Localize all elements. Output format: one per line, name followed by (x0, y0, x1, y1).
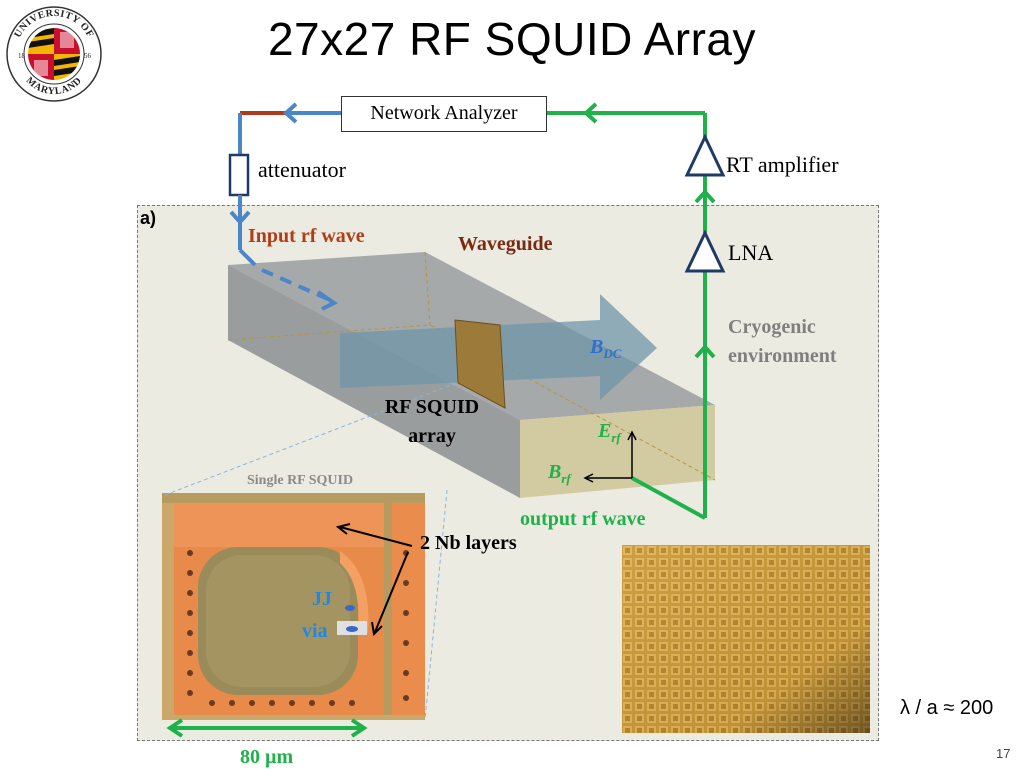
lna-label: LNA (728, 240, 774, 265)
slide-title: 27x27 RF SQUID Array (267, 13, 757, 65)
rt-amplifier-label: RT amplifier (726, 152, 839, 177)
attenuator-symbol (228, 153, 250, 197)
single-rf-squid-label: Single RF SQUID (247, 473, 354, 488)
waveguide-label: Waveguide (458, 233, 553, 255)
nb-layers-label: 2 Nb layers (420, 532, 517, 554)
logo-year-left: 18 (18, 52, 26, 60)
output-rf-wave-label: output rf wave (520, 508, 646, 530)
jj-label: JJ (312, 588, 332, 610)
via-label: via (302, 620, 328, 642)
cryogenic-label-line2: environment (728, 345, 837, 367)
erf-label-sub: rf (611, 430, 621, 445)
ratio-label: λ / a ≈ 200 (900, 697, 994, 719)
logo-year-right: 56 (84, 52, 92, 60)
squid-array-micrograph (622, 545, 870, 733)
bdc-label-sub: DC (603, 346, 622, 361)
scale-bar-label: 80 µm (240, 746, 294, 768)
page-number: 17 (996, 746, 1011, 761)
rf-squid-array-label-line1: RF SQUID (384, 396, 480, 418)
input-rf-wave-label: Input rf wave (248, 225, 365, 247)
erf-label: Erf (598, 420, 621, 446)
single-squid-micrograph (162, 493, 425, 720)
rf-squid-array-label-line2: array (408, 425, 456, 447)
rt-amplifier-icon (684, 133, 726, 177)
bdc-label: BDC (590, 336, 621, 362)
network-analyzer-box: Network Analyzer (341, 96, 547, 132)
attenuator-label: attenuator (258, 157, 346, 182)
erf-label-main: E (598, 420, 612, 442)
brf-label: Brf (548, 461, 571, 487)
brf-label-main: B (548, 461, 562, 483)
panel-label: a) (140, 208, 157, 228)
cryogenic-label-line1: Cryogenic (728, 316, 816, 338)
bdc-label-main: B (590, 336, 604, 358)
university-of-maryland-seal-icon: UNIVERSITY OF MARYLAND 18 56 (6, 6, 102, 102)
brf-label-sub: rf (561, 471, 571, 486)
